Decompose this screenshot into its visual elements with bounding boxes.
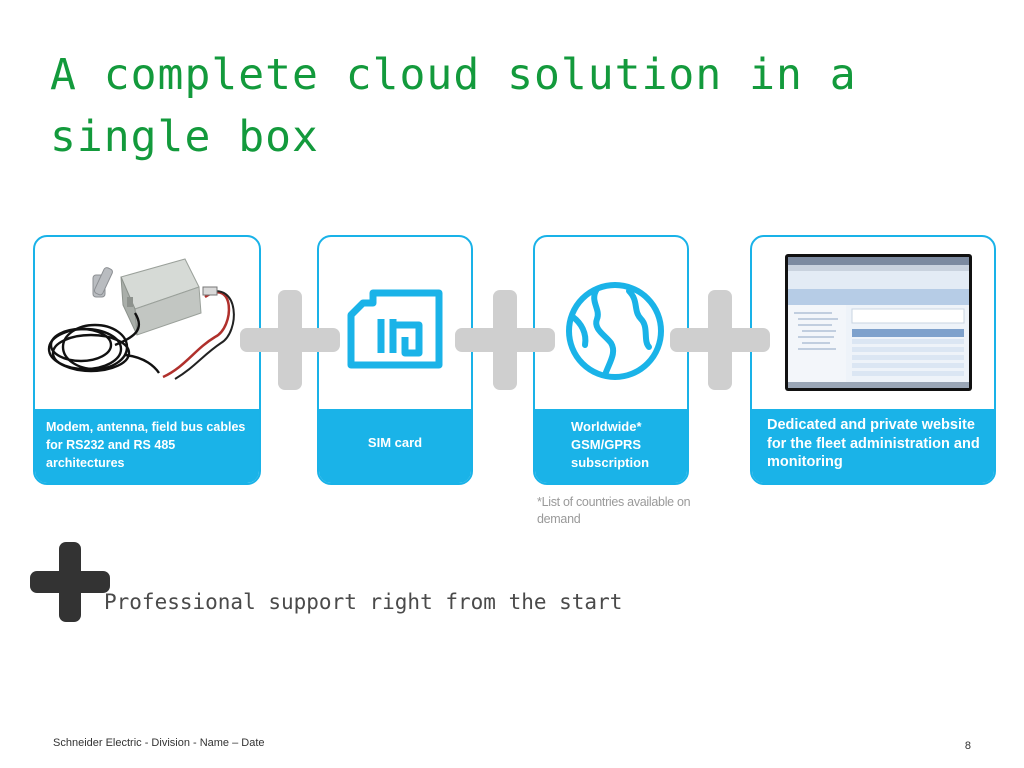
footer-text: Schneider Electric - Division - Name – D… <box>53 737 265 749</box>
plus-icon <box>455 290 555 390</box>
sim-card-icon <box>347 289 443 369</box>
gsm-card: Worldwide* GSM/GPRS subscription <box>533 235 689 485</box>
gsm-card-label: Worldwide* GSM/GPRS subscription <box>535 409 687 483</box>
countries-footnote: *List of countries available on demand <box>537 495 691 526</box>
globe-icon <box>566 282 664 380</box>
plus-icon <box>30 542 110 622</box>
support-text: Professional support right from the star… <box>104 590 623 614</box>
page-number: 8 <box>964 740 971 752</box>
plus-icon <box>240 290 340 390</box>
plus-icon <box>670 290 770 390</box>
website-card-label: Dedicated and private website for the fl… <box>752 409 994 483</box>
modem-card: Modem, antenna, field bus cables for RS2… <box>33 235 261 485</box>
website-screenshot <box>785 254 972 391</box>
sim-card: SIM card <box>317 235 473 485</box>
slide-title: A complete cloud solution in a single bo… <box>50 50 884 162</box>
modem-photo <box>47 258 235 380</box>
modem-card-label: Modem, antenna, field bus cables for RS2… <box>35 409 259 483</box>
sim-card-label: SIM card <box>319 409 471 483</box>
website-card: Dedicated and private website for the fl… <box>750 235 996 485</box>
